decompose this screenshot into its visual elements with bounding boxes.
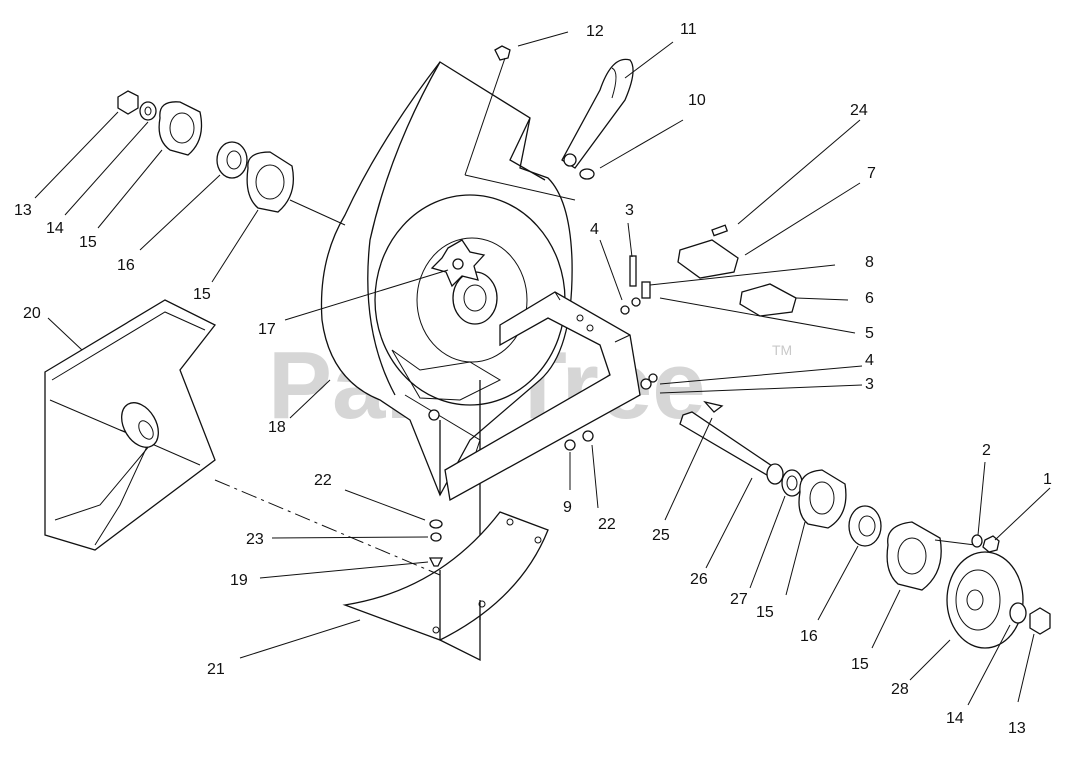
shaft-assembly (564, 400, 1051, 649)
chute-lock-lever (464, 45, 634, 201)
callout-17: 17 (258, 321, 276, 338)
callout-11: 11 (680, 21, 697, 38)
callout-15-right-outer: 15 (851, 656, 869, 673)
callout-7: 7 (867, 165, 876, 182)
leader-lines (34, 31, 1051, 706)
callout-16-left: 16 (117, 257, 135, 274)
callout-3-lower: 3 (865, 376, 874, 393)
callout-16-right: 16 (800, 628, 818, 645)
mounting-bracket (444, 291, 641, 502)
callout-4-lower: 4 (865, 352, 874, 369)
lock-bracket-hardware (620, 224, 797, 390)
callout-1: 1 (1043, 471, 1052, 488)
callout-24: 24 (850, 102, 868, 119)
callout-25: 25 (652, 527, 670, 544)
callout-26: 26 (690, 571, 708, 588)
callout-labels: 1 2 3 3 4 4 5 6 7 8 9 10 11 12 13 13 14 … (14, 21, 1052, 737)
callout-15-left-outer: 15 (79, 234, 97, 251)
watermark-trademark: TM (772, 342, 792, 358)
fan-impeller (44, 299, 441, 576)
callout-23: 23 (246, 531, 264, 548)
callout-10: 10 (688, 92, 706, 109)
callout-13-right: 13 (1008, 720, 1026, 737)
callout-12: 12 (586, 23, 604, 40)
callout-13-left: 13 (14, 202, 32, 219)
callout-20: 20 (23, 305, 41, 322)
chute-deflector (342, 511, 549, 662)
fan-housing (320, 61, 573, 620)
callout-15-left-inner: 15 (193, 286, 211, 303)
callout-14-left: 14 (46, 220, 64, 237)
callout-5: 5 (865, 325, 874, 342)
callout-27: 27 (730, 591, 748, 608)
callout-19: 19 (230, 572, 248, 589)
callout-22-right: 22 (598, 516, 616, 533)
callout-18: 18 (268, 419, 286, 436)
callout-8: 8 (865, 254, 874, 271)
fastener-stack (428, 409, 444, 567)
callout-6: 6 (865, 290, 874, 307)
callout-9: 9 (563, 499, 572, 516)
callout-28: 28 (891, 681, 909, 698)
callout-22-left: 22 (314, 472, 332, 489)
callout-4-upper: 4 (590, 221, 599, 238)
callout-21: 21 (207, 661, 225, 678)
callout-15-right-inner: 15 (756, 604, 774, 621)
callout-2: 2 (982, 442, 991, 459)
left-bearing-stack (117, 90, 346, 226)
callout-14-right: 14 (946, 710, 964, 727)
callout-3-upper: 3 (625, 202, 634, 219)
fan-hub (430, 239, 486, 288)
